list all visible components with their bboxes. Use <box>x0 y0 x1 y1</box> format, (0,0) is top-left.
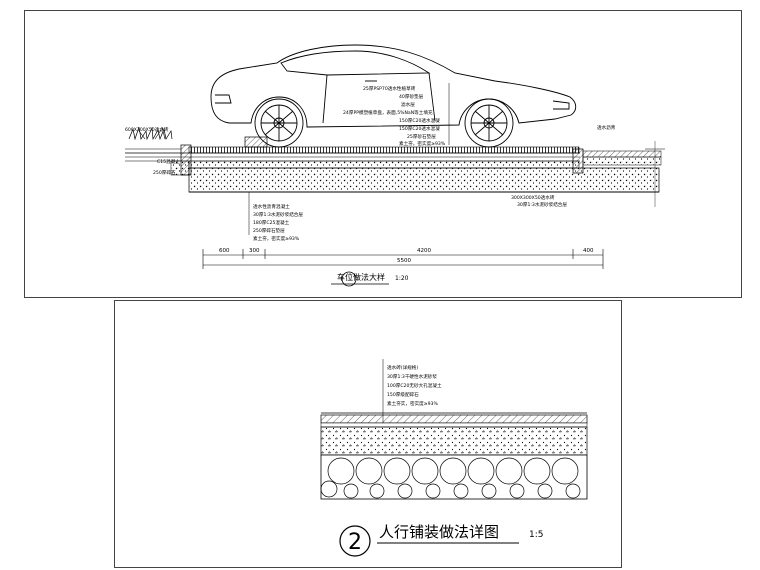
left-label-2: C15混凝土 <box>157 158 180 165</box>
car-outline <box>210 44 577 148</box>
ped-label-5: 素土夯实，密实度≥93% <box>387 400 438 407</box>
left-label-1: 600X300X50透水砖 <box>125 126 169 133</box>
parking-detail-drawing: 25厚PSP70透水性植草砖 40厚砂垫层 滤水层 24厚PP模塑植草盘，表面,… <box>125 44 665 287</box>
left-label-3: 250厚碎石 <box>153 169 176 176</box>
detail2-title: 人行铺装做法详图 <box>379 523 499 541</box>
detail-number-circle-2 <box>339 525 371 557</box>
right-label-2: 300X300X50透水砖 <box>511 194 555 201</box>
pavement-section <box>320 412 588 500</box>
under-label-2: 30厚1:3水泥砂浆结合层 <box>253 211 303 218</box>
detail1-title: 车位做法大样 <box>337 272 385 282</box>
dimension-lines <box>202 249 604 269</box>
ground-section <box>125 126 665 207</box>
car-label-3: 滤水层 <box>401 101 415 108</box>
dim-300: 300 <box>249 248 260 254</box>
detail1-scale: 1:20 <box>395 275 409 282</box>
car-label-2: 40厚砂垫层 <box>399 93 424 100</box>
ped-label-2: 30厚1:3干硬性水泥砂浆 <box>387 373 437 380</box>
left-labels: 600X300X50透水砖 C15混凝土 250厚碎石 <box>125 126 180 176</box>
dim-400: 400 <box>583 248 594 254</box>
right-labels: 透水沥青 300X300X50透水砖 30厚1:3水泥砂浆结合层 <box>511 124 616 208</box>
under-label-5: 素土夯，密实度≥93% <box>253 235 300 242</box>
detail2-number: 2 <box>348 530 362 555</box>
ped-label-3: 100厚C20无砂大孔混凝土 <box>387 382 442 389</box>
car-label-5: 150厚C20透水混凝 <box>399 117 440 124</box>
right-label-1: 透水沥青 <box>597 124 616 131</box>
dim-5500: 5500 <box>397 258 411 264</box>
under-label-4: 250厚碎石垫层 <box>253 227 285 234</box>
car-layer-labels: 25厚PSP70透水性植草砖 40厚砂垫层 滤水层 24厚PP模塑植草盘，表面,… <box>343 85 446 147</box>
detail-number-circle <box>341 271 357 287</box>
under-label-1: 透水性沥青混凝土 <box>253 203 290 210</box>
ped-label-1: 透水砖(详规格) <box>387 364 418 371</box>
under-label-3: 180厚C25混凝土 <box>253 219 290 226</box>
pedestrian-detail-drawing: 透水砖(详规格) 30厚1:3干硬性水泥砂浆 100厚C20无砂大孔混凝土 15… <box>320 359 588 557</box>
car-label-8: 素土夯，密实度≥93% <box>399 140 446 147</box>
car-label-4: 24厚PP模塑植草盘，表面,5%NaN等土填充 <box>343 109 433 116</box>
right-label-3: 30厚1:3水泥砂浆结合层 <box>517 201 567 208</box>
layer-labels: 透水砖(详规格) 30厚1:3干硬性水泥砂浆 100厚C20无砂大孔混凝土 15… <box>387 364 442 407</box>
dim-600: 600 <box>219 248 230 254</box>
car-label-7: 25厚砂石垫层 <box>407 133 436 140</box>
ped-label-4: 150厚级配碎石 <box>387 391 419 398</box>
dim-4200: 4200 <box>417 248 431 254</box>
pedestrian-detail-panel: 透水砖(详规格) 30厚1:3干硬性水泥砂浆 100厚C20无砂大孔混凝土 15… <box>114 300 622 568</box>
detail2-scale: 1:5 <box>529 530 543 540</box>
car-label-6: 150厚C20透水混凝 <box>399 125 440 132</box>
under-layer-labels: 透水性沥青混凝土 30厚1:3水泥砂浆结合层 180厚C25混凝土 250厚碎石… <box>253 203 303 242</box>
parking-detail-panel: 25厚PSP70透水性植草砖 40厚砂垫层 滤水层 24厚PP模塑植草盘，表面,… <box>24 10 742 298</box>
car-label-1: 25厚PSP70透水性植草砖 <box>363 85 416 92</box>
